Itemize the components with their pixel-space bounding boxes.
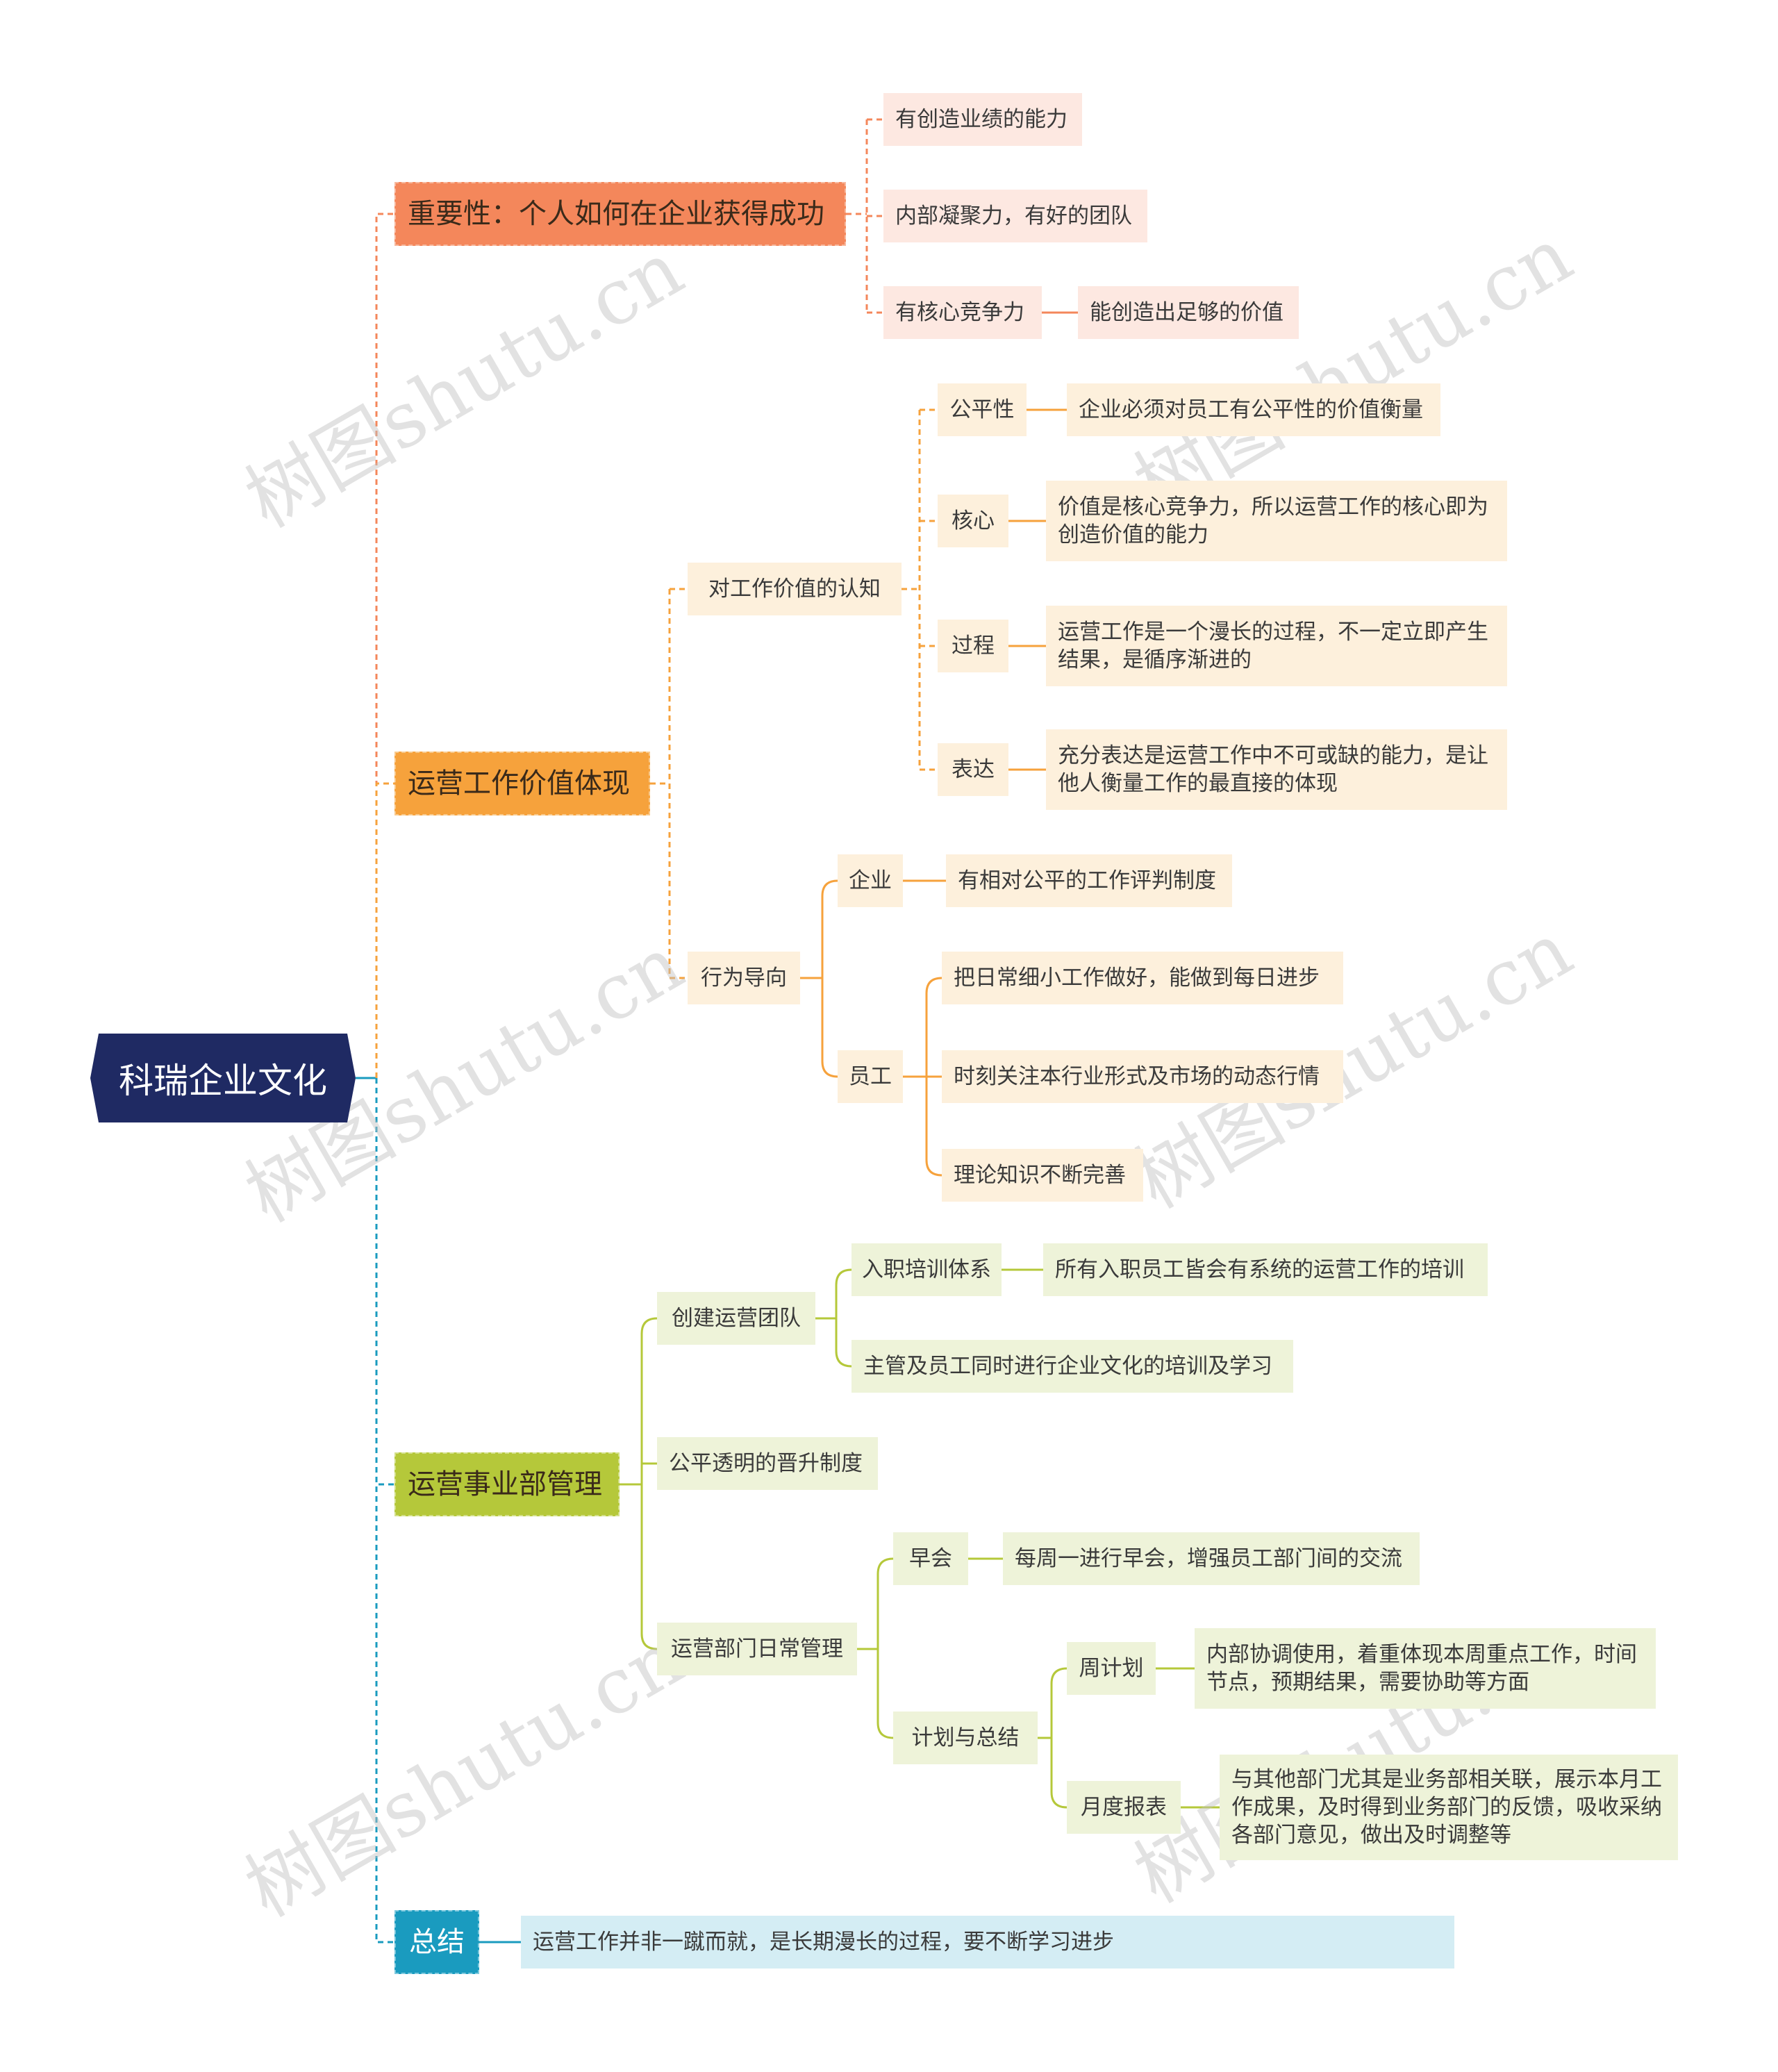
cognition-label[interactable]: 表达 <box>938 743 1008 796</box>
cognition-desc[interactable]: 企业必须对员工有公平性的价值衡量 <box>1067 383 1440 436</box>
behavior-node[interactable]: 行为导向 <box>688 952 800 1004</box>
cognition-label[interactable]: 公平性 <box>938 383 1027 436</box>
core-value-node[interactable]: 能创造出足够的价值 <box>1078 286 1299 339</box>
employee-item[interactable]: 理论知识不断完善 <box>942 1149 1143 1202</box>
monthly-node[interactable]: 月度报表 <box>1067 1781 1181 1834</box>
daily-node[interactable]: 运营部门日常管理 <box>657 1623 857 1675</box>
importance-item[interactable]: 内部凝聚力，有好的团队 <box>883 190 1147 242</box>
branch-value[interactable]: 运营工作价值体现 <box>394 752 650 815</box>
cognition-desc[interactable]: 运营工作是一个漫长的过程，不一定立即产生结果，是循序渐进的 <box>1046 606 1507 686</box>
branch-summary[interactable]: 总结 <box>394 1910 479 1974</box>
weekly-desc[interactable]: 内部协调使用，着重体现本周重点工作，时间节点，预期结果，需要协助等方面 <box>1195 1628 1656 1709</box>
training-desc[interactable]: 所有入职员工皆会有系统的运营工作的培训 <box>1043 1243 1488 1296</box>
morning-node[interactable]: 早会 <box>893 1532 968 1585</box>
employee-item[interactable]: 把日常细小工作做好，能做到每日进步 <box>942 952 1343 1004</box>
enterprise-node[interactable]: 企业 <box>838 854 903 907</box>
importance-item[interactable]: 有核心竞争力 <box>883 286 1042 339</box>
cognition-desc[interactable]: 价值是核心竞争力，所以运营工作的核心即为创造价值的能力 <box>1046 481 1507 561</box>
morning-desc[interactable]: 每周一进行早会，增强员工部门间的交流 <box>1003 1532 1420 1585</box>
importance-item[interactable]: 有创造业绩的能力 <box>883 93 1082 146</box>
branch-importance[interactable]: 重要性：个人如何在企业获得成功 <box>394 182 846 246</box>
cognition-label[interactable]: 核心 <box>938 495 1008 547</box>
enterprise-desc[interactable]: 有相对公平的工作评判制度 <box>946 854 1232 907</box>
employee-item[interactable]: 时刻关注本行业形式及市场的动态行情 <box>942 1050 1343 1103</box>
cognition-label[interactable]: 过程 <box>938 620 1008 672</box>
training-node[interactable]: 入职培训体系 <box>851 1243 1002 1296</box>
plan-node[interactable]: 计划与总结 <box>893 1712 1038 1764</box>
root-node[interactable]: 科瑞企业文化 <box>90 1034 356 1122</box>
cognition-node[interactable]: 对工作价值的认知 <box>688 563 902 615</box>
promotion-node[interactable]: 公平透明的晋升制度 <box>657 1437 878 1490</box>
team-node[interactable]: 创建运营团队 <box>657 1292 815 1345</box>
monthly-desc[interactable]: 与其他部门尤其是业务部相关联，展示本月工作成果，及时得到业务部门的反馈，吸收采纳… <box>1220 1755 1678 1860</box>
employee-node[interactable]: 员工 <box>838 1050 903 1103</box>
branch-management[interactable]: 运营事业部管理 <box>394 1452 620 1516</box>
cognition-desc[interactable]: 充分表达是运营工作中不可或缺的能力，是让他人衡量工作的最直接的体现 <box>1046 729 1507 810</box>
summary-desc[interactable]: 运营工作并非一蹴而就，是长期漫长的过程，要不断学习进步 <box>521 1916 1454 1969</box>
culture-training-node[interactable]: 主管及员工同时进行企业文化的培训及学习 <box>851 1340 1293 1393</box>
weekly-node[interactable]: 周计划 <box>1067 1642 1156 1695</box>
